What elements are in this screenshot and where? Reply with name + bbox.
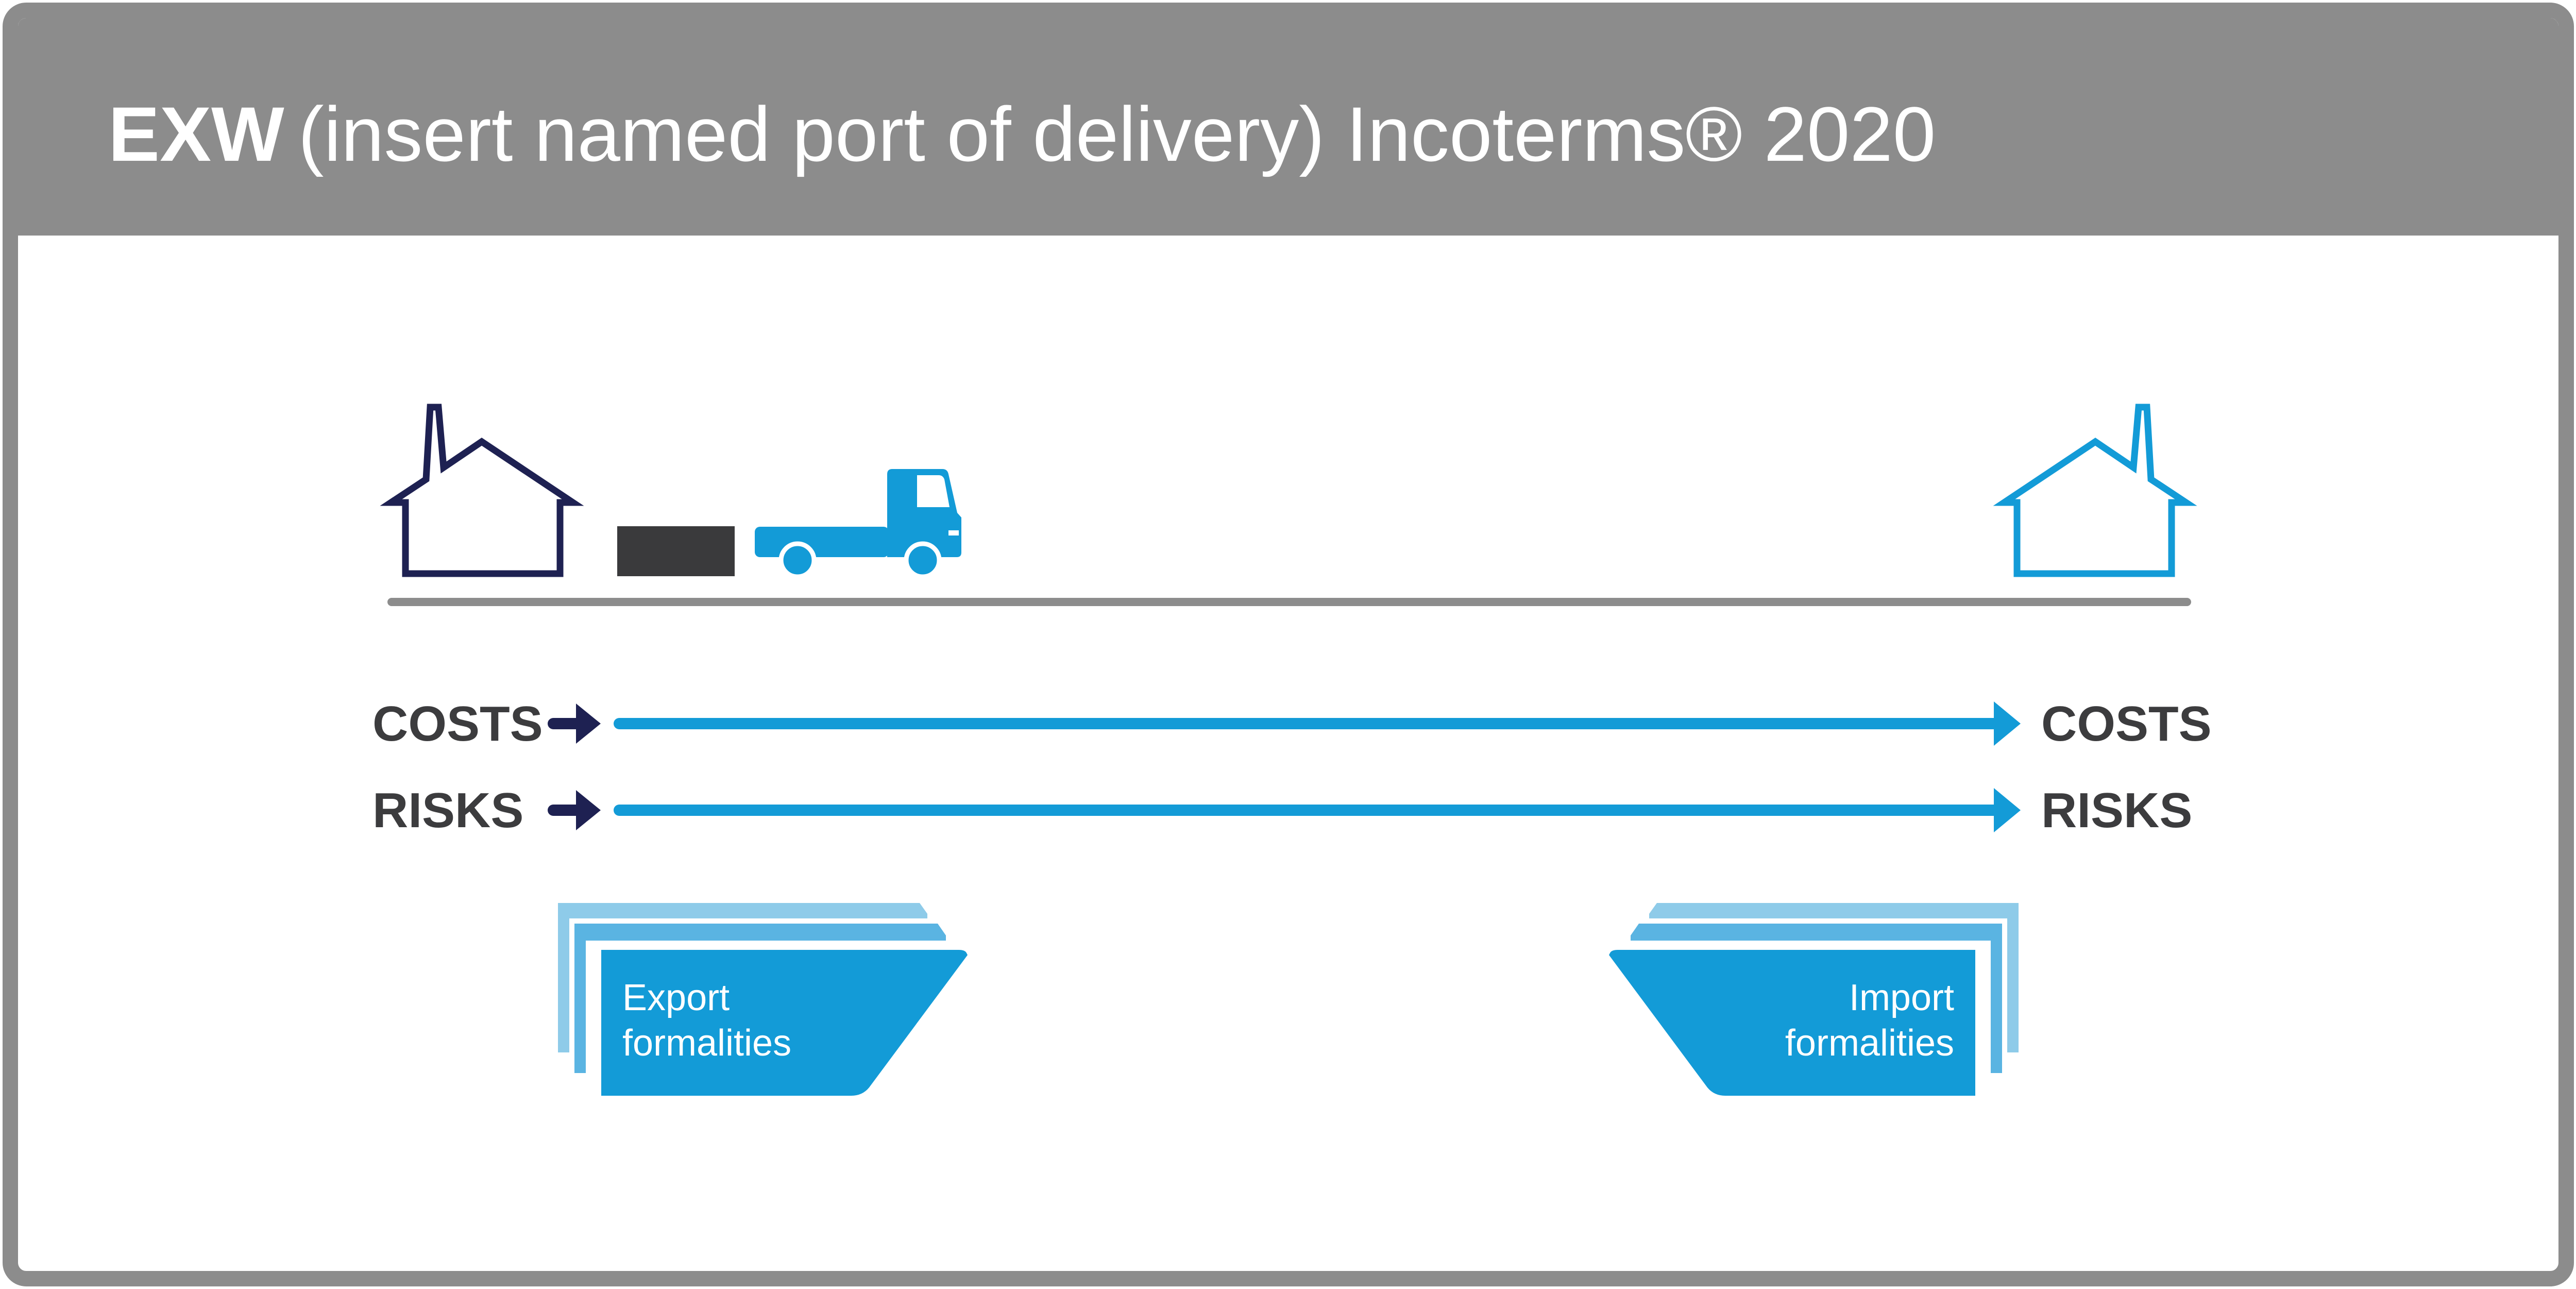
incoterm-code: EXW <box>108 91 284 177</box>
risks-label-left: RISKS <box>372 783 523 838</box>
import-card-line2: formalities <box>1785 1023 1954 1064</box>
cargo-icon <box>617 526 735 576</box>
import-card-line1: Import <box>1849 977 1954 1018</box>
costs-label-left: COSTS <box>372 696 543 751</box>
risks-label-right: RISKS <box>2041 783 2192 838</box>
costs-transfer-arrow <box>614 701 2021 746</box>
incoterm-card: EXW(insert named port of delivery) Incot… <box>3 3 2574 1286</box>
arrow-icon <box>548 704 601 744</box>
buyer-house-icon <box>1993 404 2197 577</box>
export-formalities-card: Export formalities <box>558 903 968 1096</box>
risks-transfer-arrow <box>614 788 2021 832</box>
truck-icon <box>755 469 961 579</box>
page-title: EXW(insert named port of delivery) Incot… <box>108 95 1936 173</box>
seller-house-icon <box>380 404 584 577</box>
arrow-icon <box>548 790 601 830</box>
title-bar: EXW(insert named port of delivery) Incot… <box>18 18 2558 236</box>
import-formalities-card: Import formalities <box>1609 903 2019 1096</box>
export-card-line2: formalities <box>622 1023 791 1064</box>
costs-label-right: COSTS <box>2041 696 2212 751</box>
incoterm-subtitle: (insert named port of delivery) Incoterm… <box>298 91 1936 177</box>
export-card-line1: Export <box>622 977 730 1018</box>
